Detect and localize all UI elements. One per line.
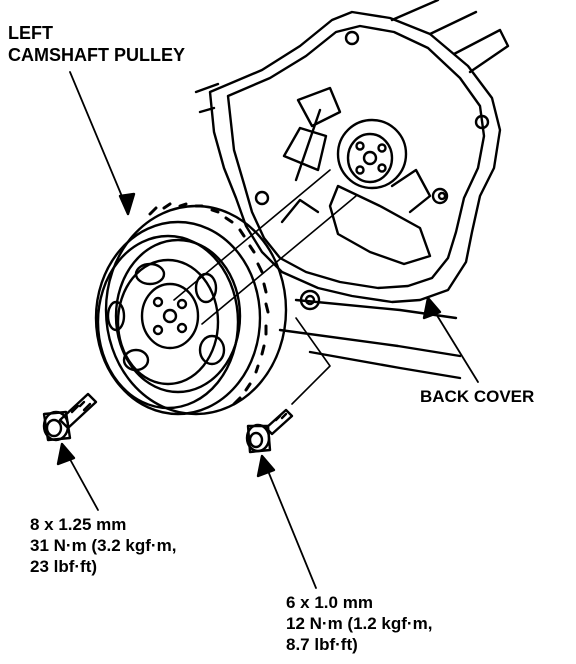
pulley-label-line2: CAMSHAFT PULLEY bbox=[8, 45, 185, 65]
left-camshaft-pulley bbox=[94, 202, 288, 416]
large-bolt-torque-line1: 31 N·m (3.2 kgf·m, bbox=[30, 536, 177, 555]
small-bolt-spec: 6 x 1.0 mm 12 N·m (1.2 kgf·m, 8.7 lbf·ft… bbox=[286, 592, 432, 655]
leader-bolt-large-arrow bbox=[56, 442, 76, 466]
small-bolt-torque-line1: 12 N·m (1.2 kgf·m, bbox=[286, 614, 433, 633]
leader-bolt-small bbox=[265, 465, 317, 589]
back-cover bbox=[194, 0, 510, 380]
bolt-6x1-0 bbox=[245, 408, 294, 454]
bolt-8x1-25 bbox=[42, 392, 98, 442]
bolt-line bbox=[291, 317, 331, 405]
back-cover-label: BACK COVER bbox=[420, 386, 534, 407]
large-bolt-spec: 8 x 1.25 mm 31 N·m (3.2 kgf·m, 23 lbf·ft… bbox=[30, 514, 176, 577]
leader-back-cover-arrow bbox=[422, 296, 442, 320]
leader-pulley-arrow bbox=[118, 192, 136, 216]
leader-back-cover bbox=[429, 303, 479, 383]
small-bolt-torque-line2: 8.7 lbf·ft) bbox=[286, 635, 358, 654]
leader-bolt-large bbox=[65, 451, 99, 511]
back-cover-label-text: BACK COVER bbox=[420, 387, 535, 406]
leader-pulley bbox=[69, 71, 127, 207]
small-bolt-size: 6 x 1.0 mm bbox=[286, 593, 373, 612]
pulley-label-line1: LEFT bbox=[8, 23, 53, 43]
alignment-line bbox=[201, 195, 357, 325]
leader-bolt-small-arrow bbox=[256, 454, 276, 478]
large-bolt-size: 8 x 1.25 mm bbox=[30, 515, 127, 534]
left-camshaft-pulley-label: LEFT CAMSHAFT PULLEY bbox=[8, 22, 185, 66]
large-bolt-torque-line2: 23 lbf·ft) bbox=[30, 557, 98, 576]
